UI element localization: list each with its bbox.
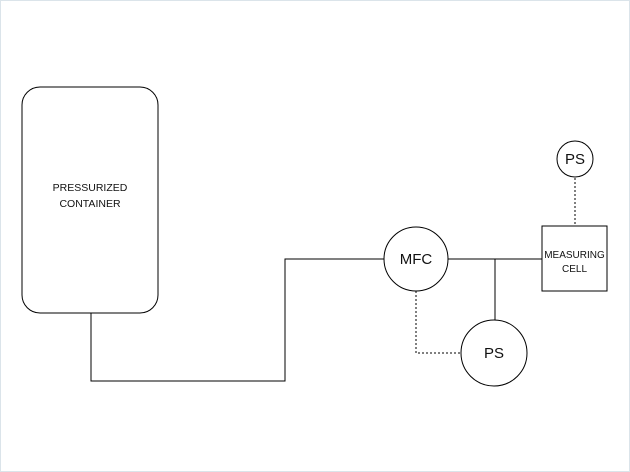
- measuring-cell-label-line1: MEASURING: [544, 250, 605, 261]
- ps-top-label: PS: [565, 151, 585, 168]
- pressurized-container: PRESSURIZED CONTAINER: [21, 86, 159, 314]
- measuring-cell-label-line2: CELL: [562, 264, 587, 275]
- measuring-cell: MEASURING CELL: [541, 225, 608, 292]
- pressurized-container-label-line1: PRESSURIZED: [53, 182, 128, 194]
- mass-flow-controller: MFC: [383, 226, 449, 292]
- measuring-cell-box: [541, 225, 608, 292]
- pipe-container-to-mfc: [90, 258, 384, 382]
- ps-bottom-label: PS: [484, 345, 504, 362]
- pressure-sensor-bottom: PS: [460, 319, 528, 387]
- signal-line-mfc-to-ps-bottom: [415, 291, 461, 354]
- ps-bottom-circle: [460, 319, 528, 387]
- pressurized-container-shape: [21, 86, 159, 314]
- mfc-circle: [383, 226, 449, 292]
- ps-top-circle: [556, 140, 594, 178]
- pressurized-container-label-line2: CONTAINER: [59, 198, 120, 210]
- mfc-label: MFC: [400, 251, 433, 268]
- pressure-sensor-top: PS: [556, 140, 594, 178]
